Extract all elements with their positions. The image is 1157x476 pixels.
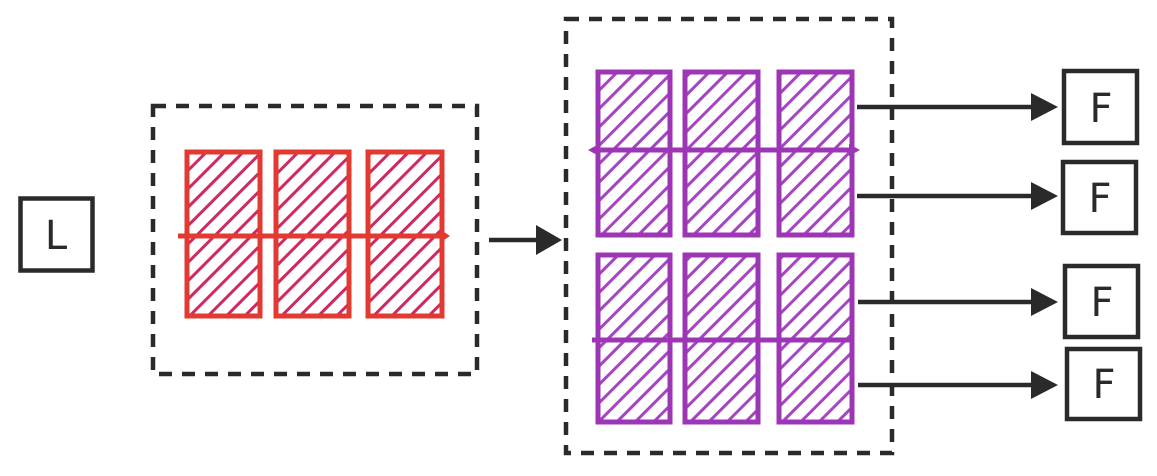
output-node-box [1064, 346, 1143, 422]
red-feature-group [178, 149, 450, 319]
purple-group-container [563, 16, 895, 456]
input-node-L: L [18, 196, 95, 273]
output-node-F-3: F [1062, 263, 1141, 340]
output-node-F-1: F [1061, 68, 1140, 146]
output-node-box [1062, 263, 1141, 340]
output-arrow-3 [858, 288, 1058, 316]
output-arrow-2 [857, 182, 1058, 210]
arrow-red-to-purple [489, 225, 562, 255]
output-node-box [1061, 68, 1140, 146]
purple-feature-map-2 [682, 69, 761, 238]
arrowhead-right-icon [1031, 371, 1058, 399]
red-divider-arrowhead-icon [441, 230, 450, 242]
arrowhead-right-icon [1031, 182, 1058, 210]
output-node-label: F [1092, 362, 1115, 408]
output-node-F-2: F [1060, 159, 1139, 236]
output-node-label: F [1088, 176, 1111, 222]
output-node-label: F [1089, 86, 1112, 132]
output-arrow-4 [858, 371, 1058, 399]
purple-feature-map-3 [776, 69, 855, 238]
purple-divider-arrowhead-right-icon [849, 144, 860, 156]
output-node-F-4: F [1064, 346, 1143, 422]
arrowhead-right-icon [1031, 93, 1058, 121]
arrowhead-right-icon [1031, 288, 1058, 316]
output-arrow-1 [857, 93, 1058, 121]
input-node-label: L [45, 213, 68, 259]
purple-feature-map-1 [595, 69, 673, 238]
purple-feature-block-1 [588, 69, 860, 238]
purple-divider-arrowhead-left-icon [588, 144, 599, 156]
arrowhead-right-icon [536, 225, 562, 255]
purple-feature-block-2 [592, 252, 855, 425]
output-node-box [1060, 159, 1139, 236]
input-node-box [18, 196, 95, 273]
red-group-container [150, 103, 480, 377]
output-node-label: F [1090, 280, 1113, 326]
